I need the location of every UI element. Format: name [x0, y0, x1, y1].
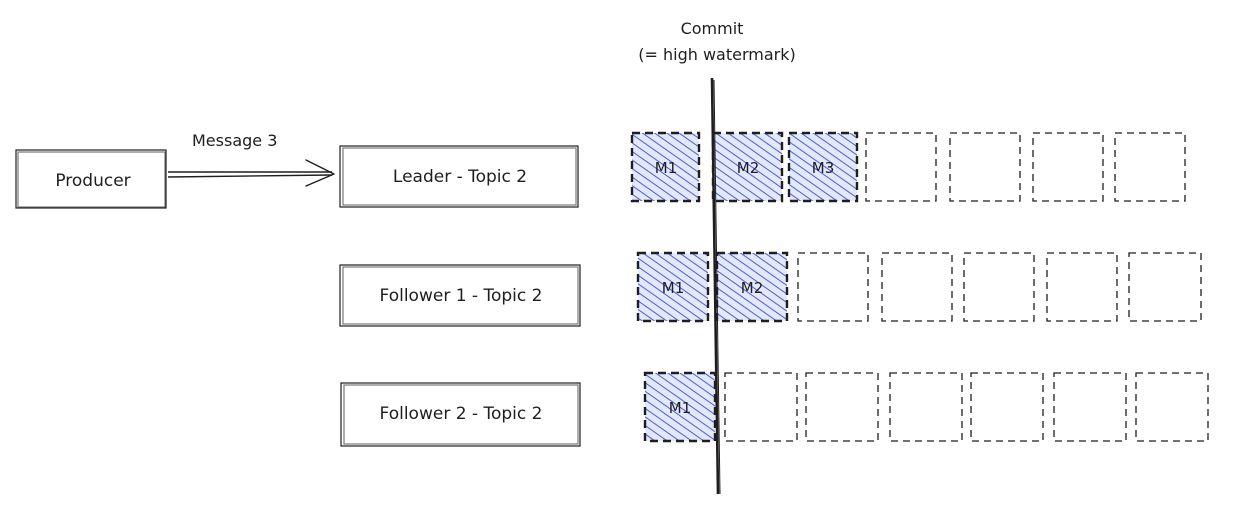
- log-slot-empty: [1128, 252, 1202, 322]
- commit-line: [710, 77, 721, 495]
- log-slot-message: M3: [812, 159, 835, 177]
- log-slot-empty: [805, 372, 879, 442]
- log-slot-empty: [1032, 132, 1104, 202]
- log-slot-filled: [643, 371, 717, 443]
- log-slot-empty: [949, 132, 1021, 202]
- log-slot-message: M1: [669, 399, 692, 417]
- commit-subtitle: (= high watermark): [638, 45, 795, 64]
- log-slot-empty: [963, 252, 1035, 322]
- log-row-follower-1: M1 M2: [636, 251, 1202, 323]
- message-label: Message 3: [192, 131, 277, 150]
- log-slot-message: M2: [737, 159, 760, 177]
- log-slot-empty: [1135, 372, 1209, 442]
- log-row-follower-2: M1: [643, 371, 1209, 443]
- replica-label-leader: Leader - Topic 2: [393, 167, 527, 187]
- replica-label-follower-2: Follower 2 - Topic 2: [380, 404, 543, 424]
- commit-title: Commit: [681, 19, 744, 38]
- log-slot-empty: [881, 252, 953, 322]
- log-slot-message: M2: [741, 279, 764, 297]
- log-slot-empty: [1053, 372, 1127, 442]
- log-slot-filled: [636, 251, 710, 323]
- replica-box-follower-2: Follower 2 - Topic 2: [340, 382, 581, 447]
- log-slot-message: M1: [655, 159, 678, 177]
- log-slot-filled: [630, 131, 701, 203]
- replica-label-follower-1: Follower 1 - Topic 2: [380, 286, 543, 306]
- log-row-leader: M1 M2 M3: [630, 131, 1186, 203]
- log-slot-empty: [797, 252, 869, 322]
- log-slot-empty: [889, 372, 963, 442]
- log-slot-empty: [865, 132, 937, 202]
- log-slot-message: M1: [662, 279, 685, 297]
- producer-label: Producer: [55, 171, 130, 191]
- log-slot-empty: [1046, 252, 1118, 322]
- producer-box: Producer: [15, 149, 167, 209]
- message-arrow: Message 3: [167, 131, 335, 187]
- log-slot-empty: [724, 372, 798, 442]
- log-slot-empty: [970, 372, 1044, 442]
- replica-box-follower-1: Follower 1 - Topic 2: [339, 264, 581, 327]
- log-slot-empty: [1114, 132, 1186, 202]
- log-slot-filled: [787, 131, 859, 203]
- replica-box-leader: Leader - Topic 2: [339, 145, 579, 208]
